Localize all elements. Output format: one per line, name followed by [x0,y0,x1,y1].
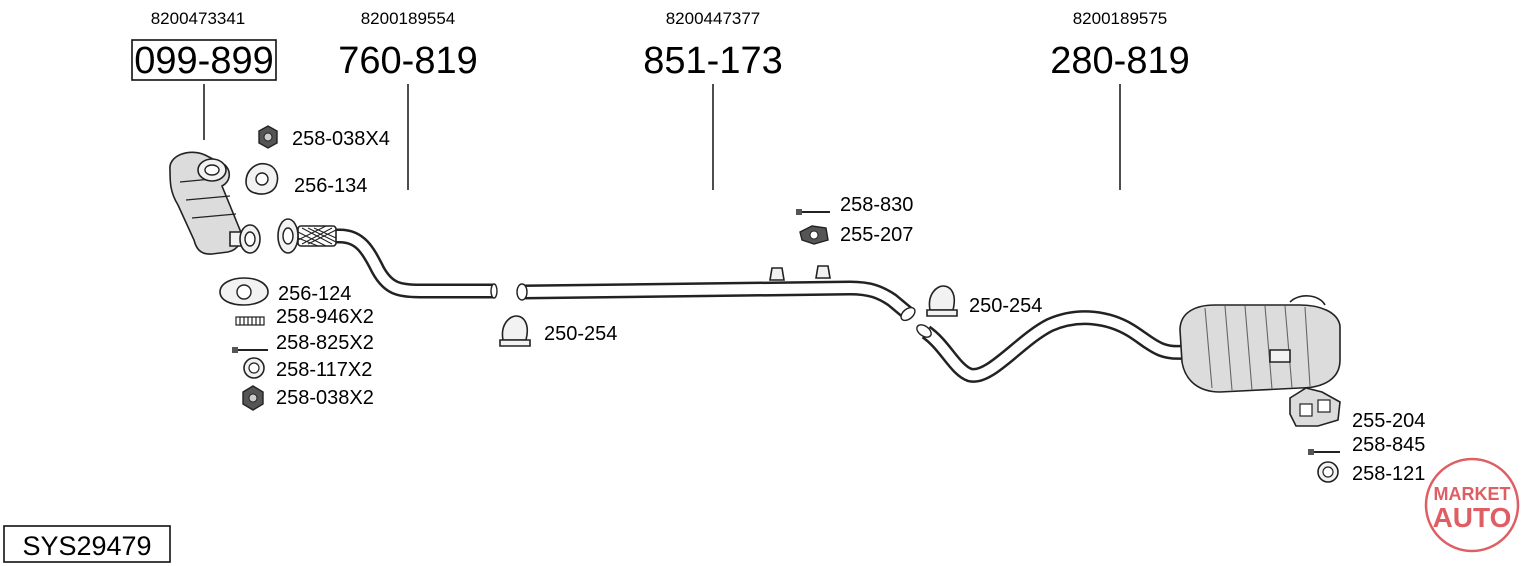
ring-icon [243,357,265,379]
bolt-icon [232,347,268,353]
label-spring[interactable]: 258-946X2 [276,306,374,328]
market-auto-logo: MARKET AUTO [1424,457,1520,553]
rear-silencer-assembly[interactable] [915,295,1341,393]
nut-x2-icon [242,385,264,411]
label-clamp-rear[interactable]: 250-254 [969,295,1042,317]
hanger-rear-icon [1289,387,1341,427]
gasket-mid-icon [219,277,269,306]
label-clamp-mid[interactable]: 250-254 [544,323,617,345]
bolt-hanger-icon [796,209,830,215]
catalytic-converter[interactable] [169,151,261,255]
logo-line-1: MARKET [1434,484,1511,504]
part-box-1 [131,39,277,81]
label-nut-x4[interactable]: 258-038X4 [292,128,390,150]
front-pipe[interactable] [277,218,498,299]
bolt-rear-icon [1308,449,1340,455]
label-nut-x2[interactable]: 258-038X2 [276,387,374,409]
part-number-1[interactable]: 099-899 [134,40,273,82]
spring-icon [235,316,265,326]
label-hanger-rear[interactable]: 255-204 [1352,410,1425,432]
middle-pipe[interactable] [516,265,917,323]
part-number-2[interactable]: 760-819 [338,40,477,82]
oem-number-1: 8200473341 [151,9,246,28]
label-ring-rear[interactable]: 258-121 [1352,463,1425,485]
label-gasket-mid[interactable]: 256-124 [278,283,351,305]
label-hanger-mid[interactable]: 255-207 [840,224,913,246]
system-code-box [3,525,171,563]
label-bolt-hanger[interactable]: 258-830 [840,194,913,216]
clamp-rear-icon [926,285,958,317]
gasket-front-icon [245,162,279,195]
system-code: SYS29479 [22,531,151,561]
part-number-3[interactable]: 851-173 [643,40,782,82]
label-bolt-a[interactable]: 258-825X2 [276,332,374,354]
clamp-mid-icon [499,315,531,347]
part-number-4[interactable]: 280-819 [1050,40,1189,82]
ring-rear-icon [1317,461,1339,483]
oem-number-3: 8200447377 [666,9,761,28]
oem-number-2: 8200189554 [361,9,456,28]
label-ring-a[interactable]: 258-117X2 [276,359,372,381]
hanger-mid-icon [799,225,829,245]
oem-number-4: 8200189575 [1073,9,1168,28]
logo-line-2: AUTO [1433,502,1512,533]
nut-x4-icon [258,125,278,149]
label-gasket-front[interactable]: 256-134 [294,175,367,197]
label-bolt-rear[interactable]: 258-845 [1352,434,1425,456]
